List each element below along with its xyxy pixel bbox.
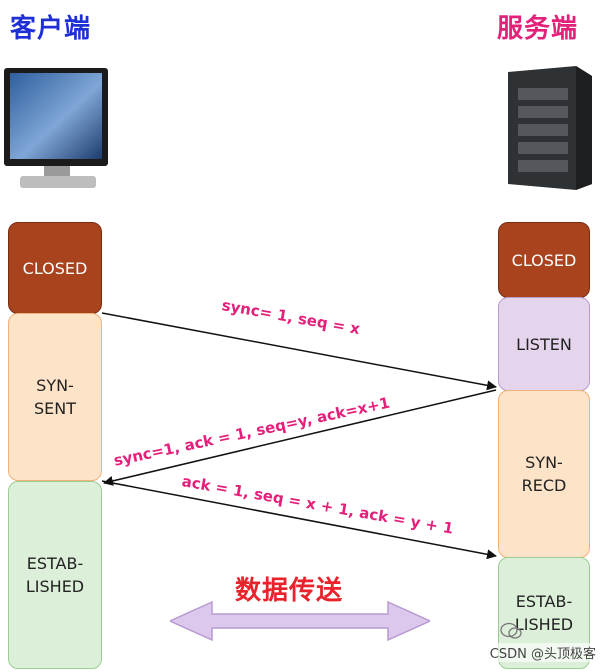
server-state-closed: CLOSED (498, 222, 590, 298)
transfer-label: 数据传送 (235, 576, 344, 606)
arrow-syn-ack (103, 389, 497, 486)
arrow-ack (101, 480, 497, 560)
watermark: CSDN @头顶极客 (489, 643, 596, 662)
server-rack-icon (508, 66, 592, 190)
client-title: 客户端 (10, 14, 92, 44)
double-arrow-icon (170, 600, 430, 642)
client-state-syn-sent: SYN- SENT (8, 313, 102, 481)
arrow-syn (101, 312, 497, 391)
desktop-monitor-icon (4, 68, 108, 188)
client-state-closed: CLOSED (8, 222, 102, 314)
server-state-listen: LISTEN (498, 297, 590, 391)
server-title: 服务端 (497, 14, 579, 44)
chat-bubble-icon (500, 622, 522, 639)
server-state-syn-recd: SYN- RECD (498, 390, 590, 558)
client-state-established: ESTAB- LISHED (8, 481, 102, 669)
